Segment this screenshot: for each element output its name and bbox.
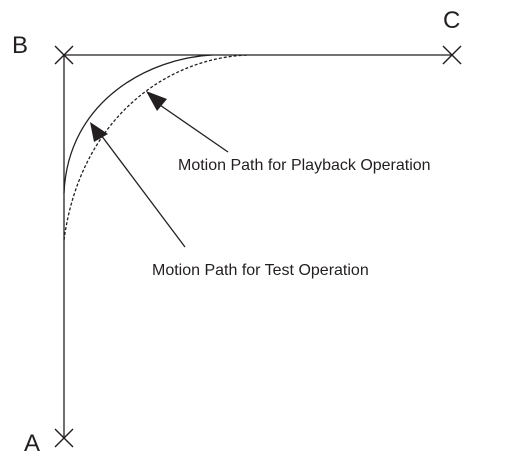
test-path-label: Motion Path for Test Operation: [152, 262, 369, 279]
playback-callout-leader: [156, 102, 229, 153]
point-a-marker: [54, 428, 74, 448]
test-callout-leader: [100, 134, 186, 248]
point-b-marker: [54, 45, 74, 65]
test-operation-path: [63, 54, 213, 194]
point-a-label: A: [24, 430, 40, 457]
point-c-marker: [442, 45, 462, 65]
point-c-label: C: [443, 7, 460, 34]
playback-callout-arrowhead: [146, 91, 167, 111]
playback-operation-path: [63, 54, 249, 241]
test-callout-arrowhead: [90, 122, 108, 142]
point-b-label: B: [12, 32, 28, 59]
playback-path-label: Motion Path for Playback Operation: [178, 157, 431, 174]
